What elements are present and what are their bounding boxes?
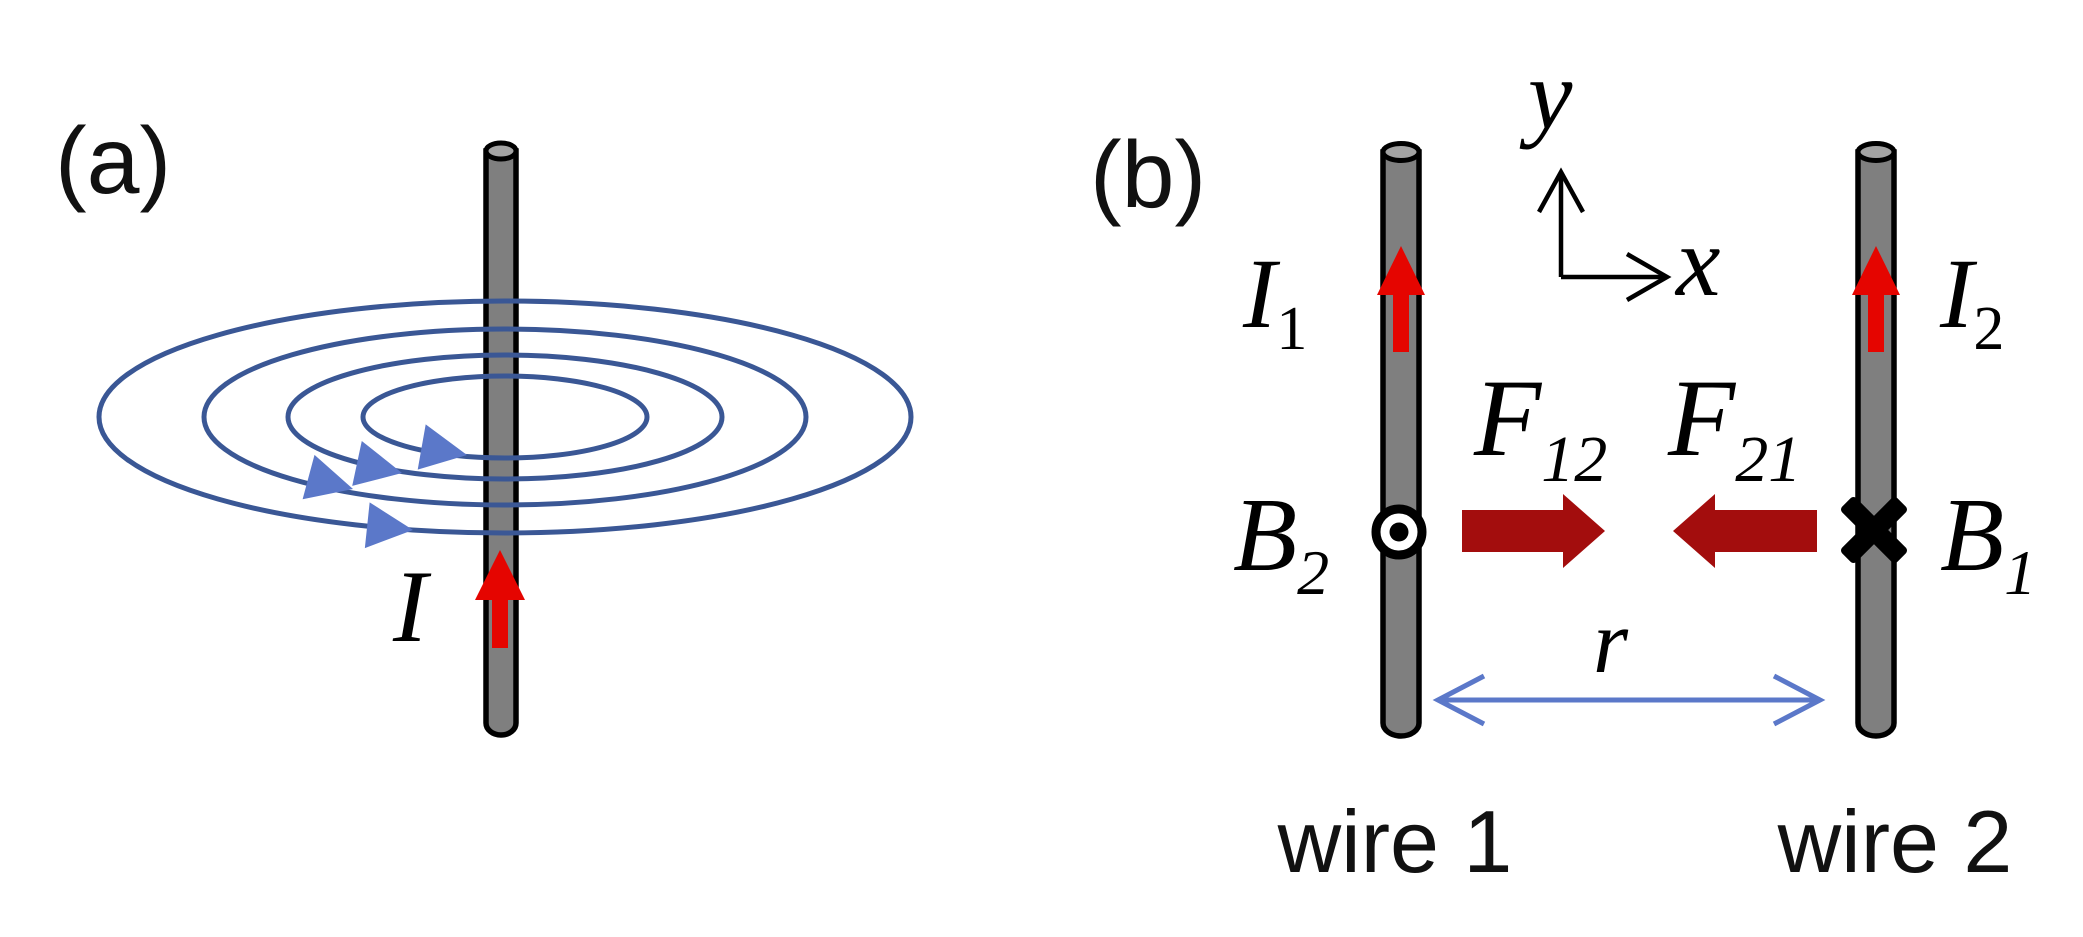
panel-b-label: (b) (1090, 122, 1206, 228)
b-into-page-icon (1841, 497, 1907, 563)
wire-2-caption: wire 2 (1777, 792, 2013, 891)
separation-arrow (1432, 673, 1826, 727)
field-direction-arrowhead-icon (417, 424, 467, 470)
wire-1 (1380, 141, 1422, 739)
panel-a-label: (a) (55, 108, 171, 214)
force-12-sub: 12 (1541, 423, 1607, 496)
separation-label: r (1593, 593, 1629, 692)
force-21-label: F21 (1667, 357, 1801, 496)
b-out-of-page-icon (1371, 504, 1427, 560)
field-direction-arrowhead-icon (302, 454, 353, 500)
field-b2-base: B (1233, 476, 1297, 593)
current-arrow-a (475, 550, 525, 648)
coordinate-axes (1537, 167, 1672, 302)
y-axis-label: y (1519, 39, 1573, 150)
field-b1-label: B1 (1940, 476, 2036, 608)
panel-b: (b) y x I1 I2 F12 F21 (1090, 39, 2036, 891)
force-21-sub: 21 (1735, 423, 1801, 496)
field-direction-arrowheads (302, 424, 467, 549)
force-arrow-f21 (1673, 494, 1817, 568)
wire-a-top-cap (483, 140, 519, 162)
panel-a: (a) I (55, 108, 914, 738)
force-12-base: F (1473, 357, 1543, 479)
current-arrow-wire1 (1377, 246, 1425, 352)
field-line-ellipse-outer (96, 298, 914, 536)
current-2-label: I2 (1939, 238, 2004, 363)
wire-1-caption: wire 1 (1277, 792, 1513, 891)
field-line-ellipse-2 (201, 326, 809, 508)
force-arrow-f12 (1462, 494, 1605, 568)
wire-1-body (1380, 149, 1422, 739)
x-axis-arrowhead-icon (1625, 252, 1672, 302)
field-direction-arrowhead-icon (364, 502, 413, 549)
x-axis-label: x (1674, 206, 1720, 317)
separation-arrowhead-right-icon (1772, 673, 1826, 727)
field-b1-base: B (1940, 476, 2004, 593)
current-1-sub: 1 (1276, 295, 1307, 363)
current-arrow-wire2 (1852, 246, 1900, 352)
current-label-a: I (392, 550, 432, 664)
y-axis-arrowhead-icon (1537, 167, 1585, 214)
field-b1-sub: 1 (2004, 537, 2036, 608)
force-12-label: F12 (1473, 357, 1607, 496)
field-b2-sub: 2 (1297, 537, 1329, 608)
field-direction-arrowhead-icon (352, 440, 402, 486)
current-1-base: I (1242, 238, 1281, 349)
force-21-base: F (1667, 357, 1737, 479)
field-b2-label: B2 (1233, 476, 1329, 608)
field-line-ellipse-inner (360, 373, 650, 461)
separation-arrowhead-left-icon (1432, 673, 1486, 727)
field-line-ellipse-3 (285, 352, 725, 482)
current-2-sub: 2 (1973, 295, 2004, 363)
wire-2-body (1855, 149, 1897, 739)
current-1-label: I1 (1242, 238, 1307, 363)
current-2-base: I (1939, 238, 1978, 349)
wire-2 (1855, 141, 1897, 739)
wire-2-top-cap (1855, 141, 1897, 163)
x-mark-bar-2 (1841, 497, 1907, 563)
b-out-dot (1389, 522, 1409, 542)
field-lines (96, 298, 914, 536)
wire-1-top-cap (1380, 141, 1422, 163)
